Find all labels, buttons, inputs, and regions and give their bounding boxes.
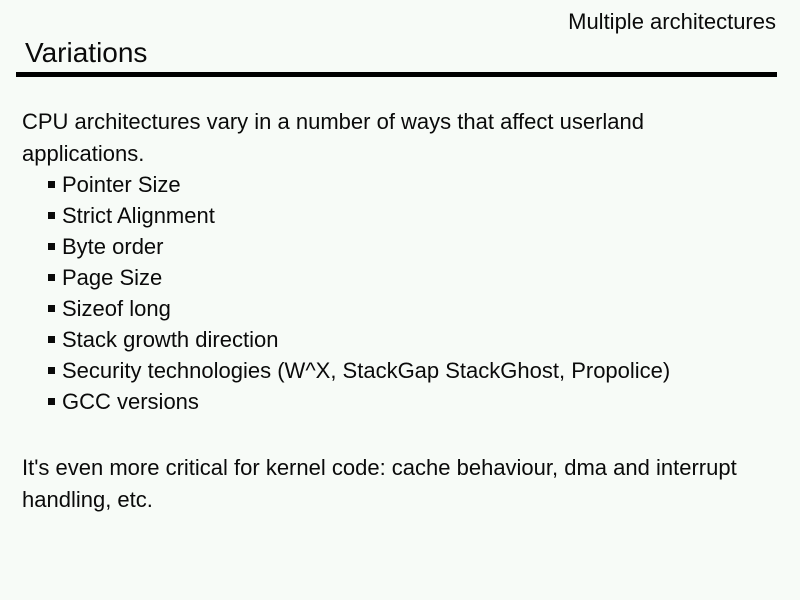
bullet-item: GCC versions [22, 386, 762, 417]
bullet-square-icon [48, 181, 55, 188]
bullet-square-icon [48, 243, 55, 250]
bullet-item-label: Strict Alignment [62, 203, 215, 228]
slide-title: Variations [25, 37, 148, 68]
bullet-item: Sizeof long [22, 293, 762, 324]
title-rule-divider [16, 72, 777, 77]
bullet-item: Pointer Size [22, 169, 762, 200]
corner-label: Multiple architectures [568, 9, 776, 34]
bullet-square-icon [48, 274, 55, 281]
bullet-square-icon [48, 212, 55, 219]
bullet-square-icon [48, 398, 55, 405]
outro-paragraph: It's even more critical for kernel code:… [22, 455, 737, 512]
bullet-item-label: Byte order [62, 234, 164, 259]
bullet-item: Strict Alignment [22, 200, 762, 231]
bullet-item-label: GCC versions [62, 389, 199, 414]
bullet-item: Security technologies (W^X, StackGap Sta… [22, 355, 762, 386]
bullet-item: Stack growth direction [22, 324, 762, 355]
bullet-square-icon [48, 367, 55, 374]
bullet-square-icon [48, 336, 55, 343]
intro-paragraph: CPU architectures vary in a number of wa… [22, 109, 644, 166]
bullet-list: Pointer Size Strict Alignment Byte order… [22, 169, 762, 417]
bullet-item: Byte order [22, 231, 762, 262]
bullet-item-label: Stack growth direction [62, 327, 279, 352]
bullet-item-label: Sizeof long [62, 296, 171, 321]
bullet-item-label: Pointer Size [62, 172, 181, 197]
bullet-item-label: Page Size [62, 265, 163, 290]
bullet-item: Page Size [22, 262, 762, 293]
bullet-item-label: Security technologies (W^X, StackGap Sta… [62, 358, 671, 383]
bullet-square-icon [48, 305, 55, 312]
